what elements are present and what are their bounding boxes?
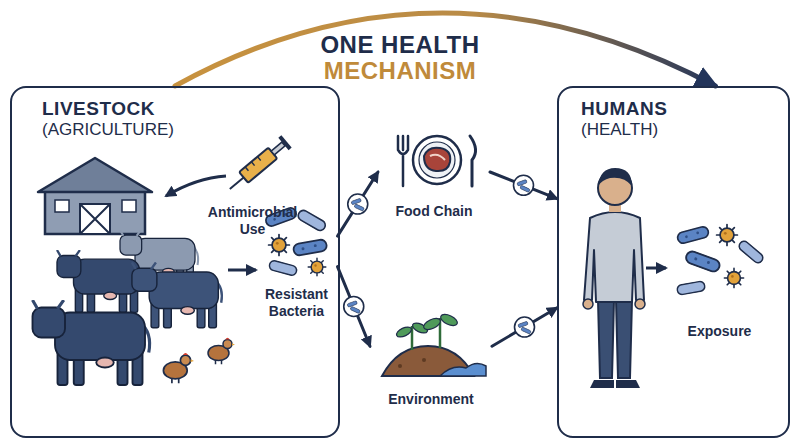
title-subline: MECHANISM — [324, 57, 477, 84]
flow-arrow — [490, 172, 557, 199]
heading-row: (AGRICULTURE) — [42, 120, 324, 140]
icon-label: Exposure — [688, 323, 752, 340]
food-icon — [398, 136, 476, 186]
humans-panel: HUMANS(HEALTH) Exposure — [557, 86, 790, 438]
exposure-bacteria-icon — [676, 225, 764, 296]
use-arrow — [166, 176, 226, 196]
icon-label: Resistant Bacteria — [259, 286, 335, 320]
chickens — [163, 338, 235, 384]
exposure-arrow — [646, 267, 666, 270]
exposure-node: Exposure — [665, 212, 775, 342]
icon-label: Antimicrobial Use — [206, 204, 300, 238]
panel-subheading: (AGRICULTURE) — [42, 120, 174, 140]
flow-arrow — [338, 267, 371, 347]
bacteria-badge — [348, 194, 368, 214]
heading-row: HUMANS — [581, 98, 774, 120]
bacteria-badge — [515, 317, 535, 337]
panel-heading: HUMANS — [581, 98, 667, 120]
barn — [38, 158, 152, 234]
icon-label: Environment — [388, 391, 474, 408]
panel-heading: LIVESTOCK — [42, 98, 155, 120]
heading-row: LIVESTOCK — [42, 98, 324, 120]
flow-arrow — [492, 308, 557, 347]
title-subline-row: MECHANISM — [0, 58, 800, 84]
one-health-arc — [175, 13, 715, 86]
food-chain-node: Food Chain — [378, 122, 490, 222]
bacteria-node: Resistant Bacteria — [256, 200, 338, 322]
diagram-title: ONE HEALTH — [320, 31, 479, 58]
antimicrobial-node: Antimicrobial Use — [203, 138, 303, 240]
environment-icon — [382, 312, 486, 376]
flow-arrow — [338, 172, 379, 236]
environment-node: Environment — [370, 312, 492, 410]
diagram-title-row: ONE HEALTH — [0, 32, 800, 58]
bacteria-badge — [344, 296, 364, 316]
bacteria-badge — [514, 175, 534, 195]
heading-row: (HEALTH) — [581, 120, 774, 140]
cattle — [33, 230, 222, 385]
livestock-panel: LIVESTOCK(AGRICULTURE) Antimicrobial UseR… — [10, 86, 340, 438]
syringe — [225, 135, 292, 195]
panel-subheading: (HEALTH) — [581, 120, 658, 140]
spread-arrow — [228, 269, 256, 272]
icon-label: Food Chain — [396, 203, 473, 220]
human-figure — [583, 168, 645, 388]
